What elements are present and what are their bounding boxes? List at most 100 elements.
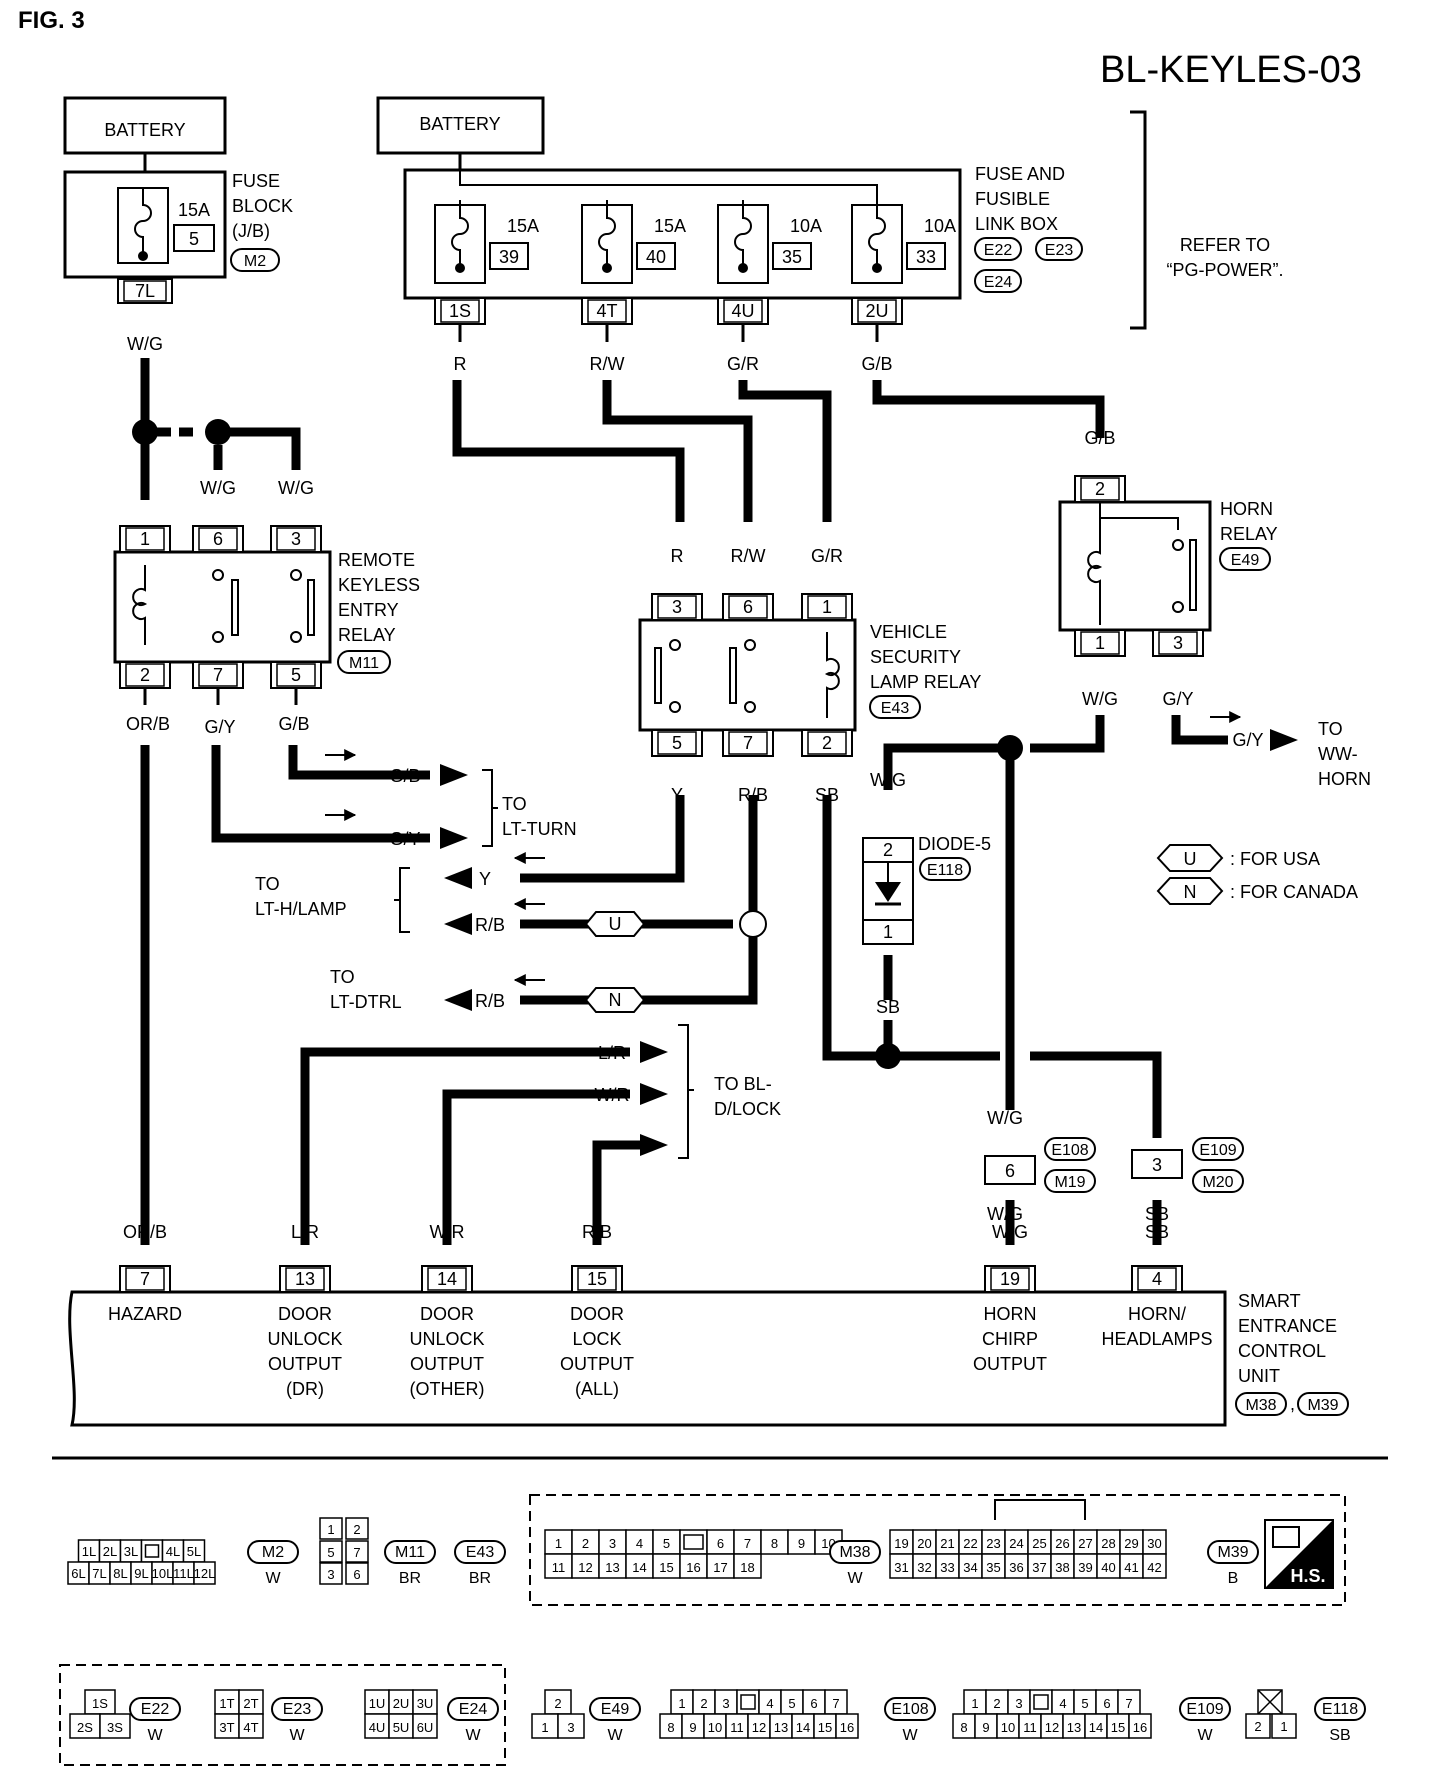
svg-text:BLOCK: BLOCK <box>232 196 293 216</box>
pin-number: 38 <box>1055 1560 1069 1575</box>
wire-color: W/G <box>992 1222 1028 1242</box>
terminal: 15 <box>571 1265 623 1293</box>
pin-number: 8L <box>113 1566 127 1581</box>
pin-number: 3S <box>107 1720 123 1735</box>
terminal-number: 3 <box>672 597 682 617</box>
pin-number: 2 <box>353 1522 360 1537</box>
connector-color: BR <box>399 1570 421 1587</box>
pin-function: (OTHER) <box>410 1379 485 1399</box>
connector-code: E108 <box>891 1701 928 1718</box>
pin-number: 13 <box>1067 1720 1081 1735</box>
pin-number: 3 <box>327 1567 334 1582</box>
connector-code: M11 <box>395 1544 425 1561</box>
pin-number: 36 <box>1009 1560 1023 1575</box>
pin-function: (ALL) <box>575 1379 619 1399</box>
pin-number: 7L <box>92 1566 106 1581</box>
terminal-number: 7 <box>213 665 223 685</box>
svg-text:1: 1 <box>883 922 893 942</box>
svg-text:G/Y: G/Y <box>1162 689 1193 709</box>
terminal-number: 2U <box>865 301 888 321</box>
terminal: 5 <box>651 729 703 757</box>
svg-text:E22: E22 <box>984 242 1013 259</box>
pin-number: 9 <box>982 1720 989 1735</box>
svg-text:REFER TO: REFER TO <box>1180 235 1270 255</box>
svg-text:M19: M19 <box>1054 1174 1085 1191</box>
pin-number: 3T <box>219 1720 234 1735</box>
svg-text:VEHICLE: VEHICLE <box>870 622 947 642</box>
svg-text:CONTROL: CONTROL <box>1238 1341 1326 1361</box>
connector-color: W <box>465 1727 481 1744</box>
diode-5: W/G 2 1 DIODE-5 E118 SB <box>862 770 991 1017</box>
pin-number: 12L <box>194 1566 216 1581</box>
direction-arrows <box>325 711 1242 986</box>
svg-text:BATTERY: BATTERY <box>104 120 185 140</box>
svg-text:15A: 15A <box>178 200 210 220</box>
terminal-number: 1 <box>140 529 150 549</box>
fuse-number: 39 <box>499 247 519 267</box>
svg-text:TO: TO <box>255 874 280 894</box>
pin-number: 32 <box>917 1560 931 1575</box>
svg-text:ENTRANCE: ENTRANCE <box>1238 1316 1337 1336</box>
svg-text:R/B: R/B <box>475 915 505 935</box>
pin-number: 4L <box>166 1544 180 1559</box>
pin-number: 11L <box>173 1566 194 1581</box>
pin-number: 21 <box>940 1536 954 1551</box>
variant-legend: U : FOR USA N : FOR CANADA <box>1156 844 1358 905</box>
arrowheads <box>440 729 1298 1156</box>
svg-text:D/LOCK: D/LOCK <box>714 1099 781 1119</box>
svg-text:UNIT: UNIT <box>1238 1366 1280 1386</box>
lt-turn-label: G/B G/Y TO LT-TURN <box>389 766 576 849</box>
pin-number: 2L <box>103 1544 117 1559</box>
pin-function: LOCK <box>572 1329 621 1349</box>
svg-text:(J/B): (J/B) <box>232 221 270 241</box>
svg-text:“PG-POWER”.: “PG-POWER”. <box>1167 260 1284 280</box>
pin-number: 6U <box>417 1720 434 1735</box>
variant-n-hex: N <box>584 987 646 1013</box>
connector-color: W <box>289 1727 305 1744</box>
pin-number: 1 <box>541 1720 548 1735</box>
terminal-number: 1 <box>822 597 832 617</box>
svg-text:R/B: R/B <box>738 785 768 805</box>
pin-number: 9L <box>134 1566 148 1581</box>
svg-text:6: 6 <box>1005 1161 1015 1181</box>
svg-text:7L: 7L <box>135 281 155 301</box>
pin-number: 1S <box>92 1696 108 1711</box>
terminal-number: 6 <box>743 597 753 617</box>
pin-number: 9 <box>689 1720 696 1735</box>
terminal: 13 <box>279 1265 331 1293</box>
pin-number: 16 <box>1133 1720 1147 1735</box>
terminal: 3 <box>1152 629 1204 657</box>
terminal: 4 <box>1131 1265 1183 1293</box>
pin-number: 11 <box>1023 1720 1037 1735</box>
arrow-r-b <box>444 913 472 935</box>
pin-number: 14 <box>1089 1720 1103 1735</box>
terminal: 7 <box>192 661 244 689</box>
connector-color: B <box>1228 1570 1239 1587</box>
battery-right: BATTERY <box>376 96 545 170</box>
pin-number: 11 <box>552 1560 566 1575</box>
wire-color: L/R <box>291 1222 319 1242</box>
svg-text:LT-DTRL: LT-DTRL <box>330 992 402 1012</box>
terminal-number: 5 <box>291 665 301 685</box>
connector-color: SB <box>1329 1727 1350 1744</box>
pin-number: 6 <box>1103 1696 1110 1711</box>
svg-text:G/Y: G/Y <box>1232 730 1263 750</box>
svg-text:W/G: W/G <box>987 1108 1023 1128</box>
connector-code: E43 <box>466 1544 495 1561</box>
svg-text:W/G: W/G <box>127 334 163 354</box>
pin-number: 16 <box>686 1560 700 1575</box>
wire-color: SB <box>1145 1222 1169 1242</box>
connector-color: BR <box>469 1570 491 1587</box>
lt-hlamp-label: Y R/B TO LT-H/LAMP <box>255 867 505 935</box>
